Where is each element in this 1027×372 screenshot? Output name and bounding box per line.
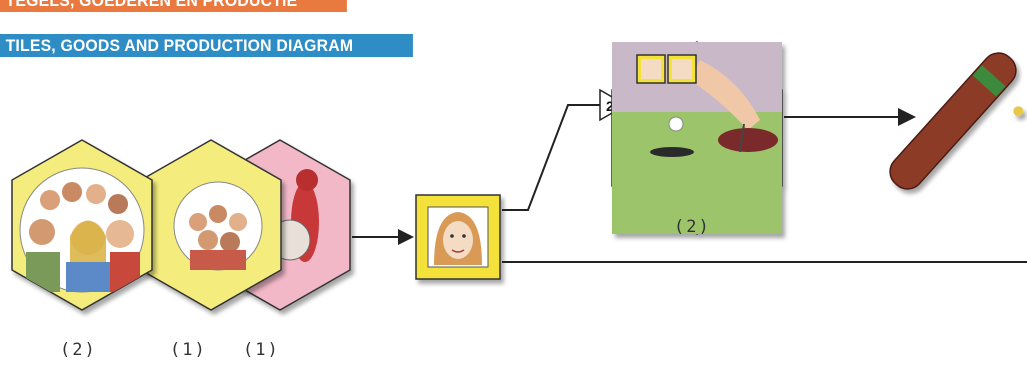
svg-text:2: 2 xyxy=(606,98,614,114)
arrow-to-cigar-head xyxy=(898,108,916,126)
crowd-tile xyxy=(11,139,153,311)
pink-figure-tile-count: (1) xyxy=(243,340,280,360)
small-crowd-tile-count: (1) xyxy=(170,340,207,360)
small-crowd-tile xyxy=(140,139,282,311)
golf-tile xyxy=(611,41,783,235)
title-dutch-banner: TEGELS, GOEDEREN EN PRODUCTIE xyxy=(0,0,347,12)
line-to-golf-tile xyxy=(502,104,600,211)
arrow-to-worker-head xyxy=(398,229,414,245)
title-english-banner: TILES, GOODS AND PRODUCTION DIAGRAM xyxy=(0,34,413,57)
crowd-tile-count: (2) xyxy=(60,340,97,360)
worker-icon xyxy=(415,194,501,280)
cigar-icon xyxy=(889,52,1024,190)
golf-tile-count: (2) xyxy=(674,217,711,237)
